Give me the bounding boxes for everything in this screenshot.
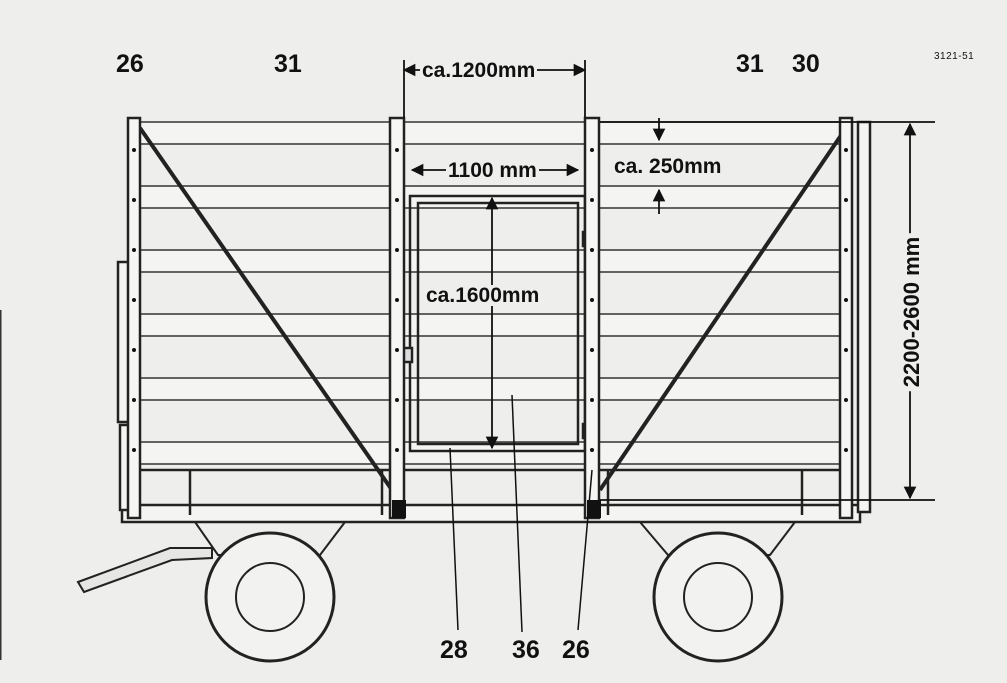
rear-wheel (652, 531, 784, 663)
label-31-right: 31 (736, 50, 764, 78)
diagonal-braces (138, 126, 848, 492)
figure-ref-code: 3121-51 (934, 51, 975, 62)
drawbar (0, 310, 213, 660)
front-wheel (204, 531, 336, 663)
post-feet (392, 500, 601, 518)
dimension-door-height: ca.1600mm (424, 284, 542, 307)
leader-lines (449, 394, 593, 633)
dimension-side-height: 2200-2600 mm (899, 232, 924, 392)
label-26-left: 26 (116, 50, 144, 78)
dimension-post-spacing: ca.1200mm (420, 59, 538, 82)
vertical-posts (126, 116, 854, 520)
label-26-bottom: 26 (562, 636, 590, 664)
dimension-door-width: 1100 mm (446, 159, 539, 182)
post-bolts (132, 148, 848, 452)
label-28: 28 (440, 636, 468, 664)
label-31-left: 31 (274, 50, 302, 78)
label-30: 30 (792, 50, 820, 78)
label-36: 36 (512, 636, 540, 664)
dimension-board-spacing: ca. 250mm (612, 155, 724, 178)
